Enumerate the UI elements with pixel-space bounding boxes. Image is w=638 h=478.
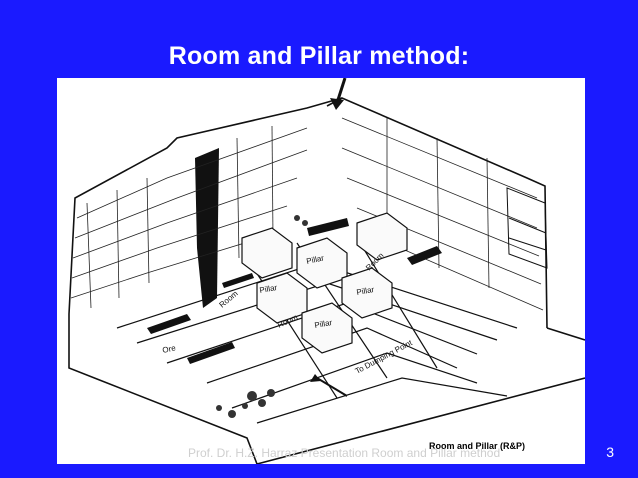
- label-dumping-point: To Dumping Point: [354, 338, 415, 376]
- room-and-pillar-diagram: Pillar Pillar Pillar Pillar Room Room Ro…: [57, 78, 585, 464]
- dark-shaft: [195, 148, 219, 308]
- page-number: 3: [606, 444, 614, 460]
- figure-caption: Room and Pillar (R&P): [429, 441, 525, 451]
- front-left-edge: [68, 314, 258, 464]
- label-pillar: Pillar: [356, 285, 375, 297]
- mine-illustration: Pillar Pillar Pillar Pillar Room Room Ro…: [68, 78, 585, 464]
- pillar-block: [341, 267, 393, 319]
- label-pillar: Pillar: [306, 253, 326, 266]
- label-ore: Ore: [162, 343, 177, 355]
- pillar-block: [296, 237, 348, 289]
- pillar-block: [356, 212, 408, 261]
- pillar-block: [301, 302, 353, 354]
- front-right-edge: [256, 377, 585, 464]
- entry-arrow: [335, 78, 347, 104]
- label-pillar: Pillar: [314, 318, 333, 330]
- left-wall-outline: [68, 97, 343, 315]
- right-edge: [546, 327, 585, 341]
- dumping-arrow: [316, 377, 348, 397]
- pillar-block: [241, 227, 293, 279]
- label-pillar: Pillar: [259, 283, 278, 295]
- slide-title: Room and Pillar method:: [168, 42, 470, 70]
- slide-footer: Prof. Dr. H.Z. Harraz Presentation Room …: [188, 446, 501, 460]
- pillar-block: [256, 272, 308, 324]
